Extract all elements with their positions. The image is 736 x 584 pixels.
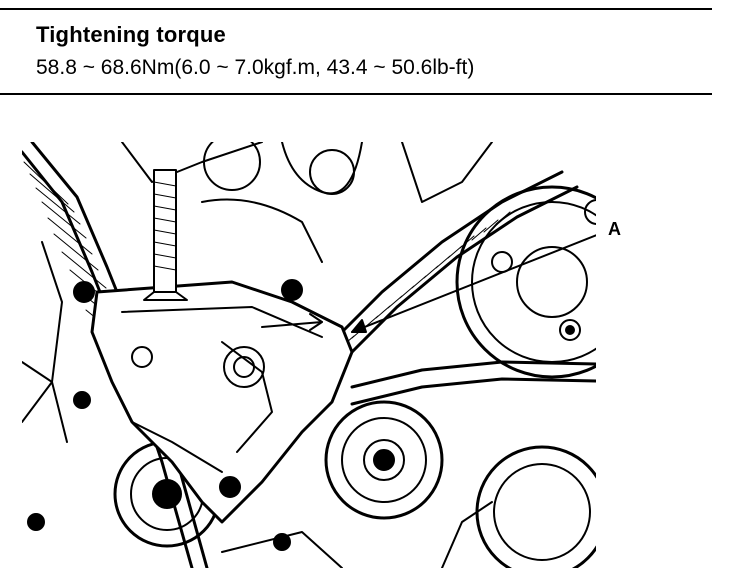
callout-label-a: A xyxy=(608,219,621,239)
torque-heading: Tightening torque xyxy=(36,22,226,47)
torque-specification: 58.8 ~ 68.6Nm(6.0 ~ 7.0kgf.m, 43.4 ~ 50.… xyxy=(36,56,475,79)
bottom-divider xyxy=(0,93,712,95)
top-divider xyxy=(0,8,712,10)
timing-belt-tensioner-illustration xyxy=(22,142,596,568)
